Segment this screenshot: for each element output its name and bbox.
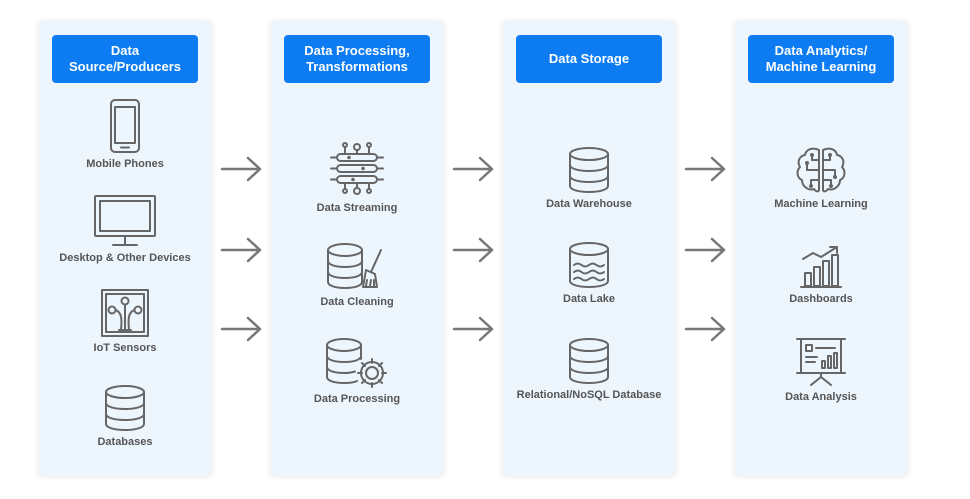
node-data-lake: Data Lake — [503, 241, 675, 305]
node-label: Machine Learning — [774, 198, 868, 210]
node-label: Databases — [97, 436, 153, 448]
flow-arrow-right-icon — [684, 316, 726, 342]
database-icon — [105, 385, 145, 431]
node-data-warehouse: Data Warehouse — [503, 146, 675, 210]
node-mobile-phones: Mobile Phones — [39, 98, 211, 170]
node-databases: Databases — [39, 384, 211, 448]
node-label: Data Analysis — [785, 391, 857, 403]
node-label: Data Processing — [313, 393, 401, 405]
flow-arrow-right-icon — [452, 316, 494, 342]
node-iot-sensors: IoT Sensors — [39, 288, 211, 354]
node-data-analysis: Data Analysis — [735, 337, 907, 403]
flow-arrow-right-icon — [684, 156, 726, 182]
flow-arrow-right-icon — [452, 156, 494, 182]
data-streaming-icon — [330, 142, 384, 195]
column-data-analytics: Data Analytics/ Machine Learning Machine… — [735, 22, 907, 476]
node-label: Data Streaming — [316, 202, 398, 214]
column-data-processing: Data Processing, Transformations Data St… — [271, 22, 443, 476]
column-header: Data Source/Producers — [52, 35, 198, 83]
column-data-sources: Data Source/Producers Mobile Phones Desk… — [39, 22, 211, 476]
flow-arrow-right-icon — [220, 237, 262, 263]
mobile-phone-icon — [110, 99, 140, 153]
flow-arrow-right-icon — [220, 316, 262, 342]
node-label: Data Lake — [563, 293, 615, 305]
bar-chart-icon — [800, 246, 842, 288]
desktop-monitor-icon — [94, 195, 156, 246]
column-header: Data Processing, Transformations — [284, 35, 430, 83]
presentation-board-icon — [796, 338, 846, 386]
node-desktop-devices: Desktop & Other Devices — [39, 194, 211, 264]
iot-sensor-icon — [101, 289, 149, 337]
node-label: Data Cleaning — [320, 296, 394, 308]
data-lake-icon — [569, 242, 609, 288]
brain-icon — [796, 147, 846, 193]
column-data-storage: Data Storage Data Warehouse Data Lake Re… — [503, 22, 675, 476]
node-data-streaming: Data Streaming — [271, 142, 443, 214]
node-label: Dashboards — [789, 293, 853, 305]
node-relational-nosql: Relational/NoSQL Database — [503, 337, 675, 401]
flow-arrow-right-icon — [452, 237, 494, 263]
flow-arrow-right-icon — [684, 237, 726, 263]
data-cleaning-icon — [327, 243, 382, 289]
relational-database-icon — [569, 338, 609, 384]
node-data-cleaning: Data Cleaning — [271, 242, 443, 308]
column-header: Data Analytics/ Machine Learning — [748, 35, 894, 83]
data-processing-icon — [326, 338, 387, 388]
node-label: Desktop & Other Devices — [59, 252, 191, 264]
data-warehouse-icon — [569, 147, 609, 193]
column-header: Data Storage — [516, 35, 662, 83]
node-label: IoT Sensors — [93, 342, 157, 354]
node-label: Data Warehouse — [546, 198, 632, 210]
node-label: Relational/NoSQL Database — [516, 389, 662, 401]
node-data-processing: Data Processing — [271, 337, 443, 405]
node-label: Mobile Phones — [86, 158, 164, 170]
node-dashboards: Dashboards — [735, 245, 907, 305]
node-machine-learning: Machine Learning — [735, 146, 907, 210]
flow-arrow-right-icon — [220, 156, 262, 182]
